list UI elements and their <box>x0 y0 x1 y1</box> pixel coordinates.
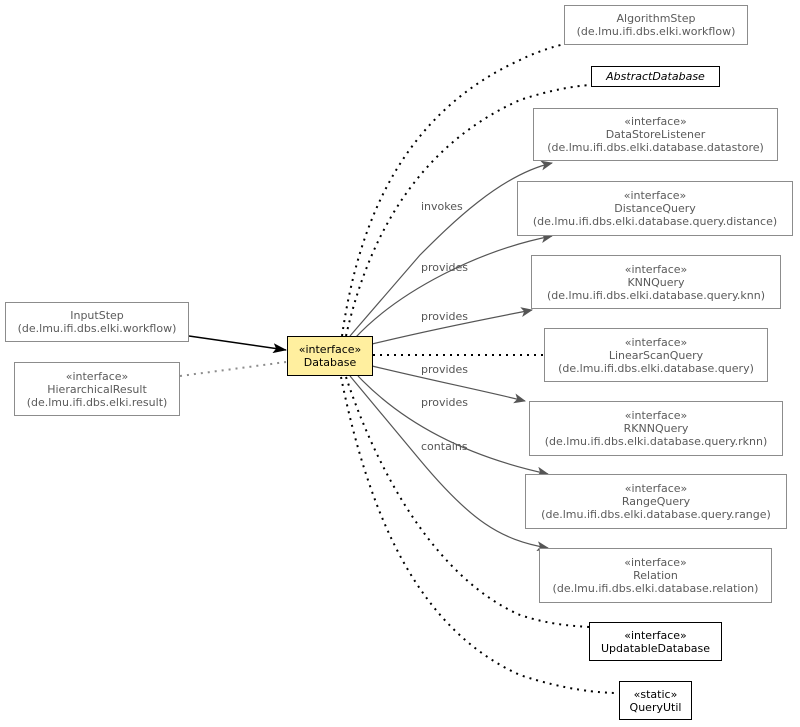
node-name: DataStoreListener <box>605 128 706 141</box>
node-package: (de.lmu.ifi.dbs.elki.database.relation) <box>552 582 759 595</box>
node-distance-query[interactable]: «interface» DistanceQuery (de.lmu.ifi.db… <box>517 181 793 236</box>
edge-provides-distance <box>354 233 553 339</box>
node-stereotype: «interface» <box>624 335 688 349</box>
edge-label-provides-range: provides <box>421 396 469 409</box>
node-name: InputStep <box>70 309 124 322</box>
node-stereotype: «interface» <box>623 189 687 202</box>
edge-label-invokes: invokes <box>421 200 463 213</box>
node-linear-scan-query[interactable]: «interface» LinearScanQuery (de.lmu.ifi.… <box>544 328 768 382</box>
node-name: AlgorithmStep <box>616 12 696 25</box>
node-stereotype: «interface» <box>624 556 687 569</box>
node-package: (de.lmu.ifi.dbs.elki.result) <box>26 395 168 409</box>
node-stereotype: «interface» <box>624 115 687 128</box>
edge-provides-knn <box>371 307 533 345</box>
edge-label-provides-distance: provides <box>421 261 469 274</box>
node-stereotype: «interface» <box>624 628 687 642</box>
edge-invokes <box>349 160 553 337</box>
node-package: (de.lmu.ifi.dbs.elki.database.query.knn) <box>547 288 765 302</box>
node-name: Relation <box>633 569 678 582</box>
node-name: QueryUtil <box>629 700 682 714</box>
node-package: (de.lmu.ifi.dbs.elki.database.query.rang… <box>541 508 771 521</box>
node-stereotype: «interface» <box>624 262 688 276</box>
node-name: LinearScanQuery <box>608 348 704 362</box>
node-algorithm-step[interactable]: AlgorithmStep (de.lmu.ifi.dbs.elki.workf… <box>564 5 748 45</box>
node-abstract-database[interactable]: AbstractDatabase <box>591 66 720 87</box>
edge-hierarchicalresult-database <box>179 361 287 377</box>
node-stereotype: «interface» <box>65 369 129 383</box>
node-stereotype: «interface» <box>298 343 362 356</box>
node-package: (de.lmu.ifi.dbs.elki.database.datastore) <box>547 141 764 154</box>
node-name: AbstractDatabase <box>606 70 705 83</box>
edge-provides-range <box>357 375 549 477</box>
node-package: (de.lmu.ifi.dbs.elki.database.query.dist… <box>532 215 778 228</box>
edge-label-provides-rknn: provides <box>421 363 469 376</box>
edge-contains <box>349 375 549 552</box>
edge-label-contains: contains <box>421 440 468 453</box>
node-database[interactable]: «interface» Database <box>287 336 373 376</box>
node-name: DistanceQuery <box>614 202 696 215</box>
edge-label-provides-knn: provides <box>421 310 469 323</box>
node-relation[interactable]: «interface» Relation (de.lmu.ifi.dbs.elk… <box>539 548 772 603</box>
node-package: (de.lmu.ifi.dbs.elki.workflow) <box>17 322 177 335</box>
node-query-util[interactable]: «static» QueryUtil <box>619 681 692 720</box>
node-stereotype: «static» <box>633 687 678 701</box>
node-name: RKNNQuery <box>623 422 689 435</box>
edge-database-queryutil <box>340 376 619 694</box>
node-name: KNNQuery <box>627 275 685 289</box>
node-name: UpdatableDatabase <box>600 641 711 655</box>
node-name: HierarchicalResult <box>47 382 147 396</box>
edge-inputstep-database <box>188 335 287 354</box>
edge-database-abstractdatabase <box>345 84 591 337</box>
node-hierarchical-result[interactable]: «interface» HierarchicalResult (de.lmu.i… <box>14 362 180 416</box>
node-range-query[interactable]: «interface» RangeQuery (de.lmu.ifi.dbs.e… <box>525 474 787 529</box>
node-rknn-query[interactable]: «interface» RKNNQuery (de.lmu.ifi.dbs.el… <box>529 401 783 456</box>
node-knn-query[interactable]: «interface» KNNQuery (de.lmu.ifi.dbs.elk… <box>531 255 781 309</box>
node-stereotype: «interface» <box>624 409 688 422</box>
edge-provides-rknn <box>371 365 526 404</box>
node-name: RangeQuery <box>621 495 691 508</box>
node-updatable-database[interactable]: «interface» UpdatableDatabase <box>589 622 722 661</box>
node-stereotype: «interface» <box>624 482 688 495</box>
node-package: (de.lmu.ifi.dbs.elki.database.query.rknn… <box>544 435 768 448</box>
node-package: (de.lmu.ifi.dbs.elki.database.query) <box>558 361 754 375</box>
node-name: Database <box>303 356 357 369</box>
node-package: (de.lmu.ifi.dbs.elki.workflow) <box>576 25 736 38</box>
node-input-step[interactable]: InputStep (de.lmu.ifi.dbs.elki.workflow) <box>5 302 189 342</box>
node-datastore-listener[interactable]: «interface» DataStoreListener (de.lmu.if… <box>533 108 778 161</box>
